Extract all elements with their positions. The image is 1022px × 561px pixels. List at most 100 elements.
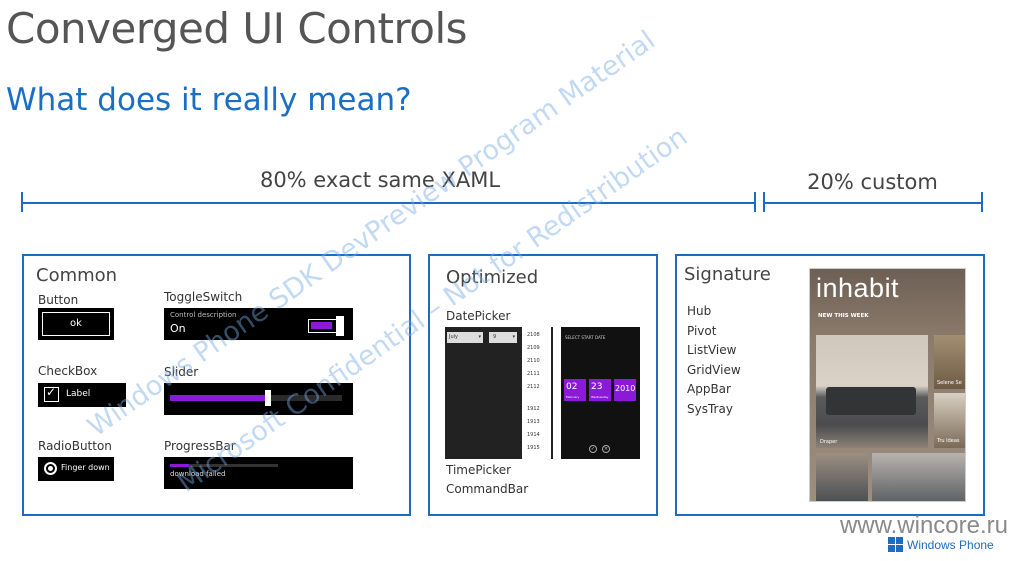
year-item[interactable]: 1915 bbox=[527, 445, 540, 451]
bracket-right-tick-start bbox=[763, 192, 765, 212]
site-watermark: www.wincore.ru bbox=[839, 512, 1008, 539]
tile-num: 23 bbox=[591, 382, 603, 392]
radio-circle[interactable] bbox=[44, 462, 57, 475]
month-dropdown[interactable]: July ▾ bbox=[447, 332, 483, 343]
toggle-state: On bbox=[170, 322, 186, 335]
list-item: Hub bbox=[687, 304, 712, 318]
hub-tile-bottom-right[interactable] bbox=[872, 453, 965, 501]
bracket-left-tick-start bbox=[21, 192, 23, 212]
date-tile-day[interactable]: 23 Wednesday bbox=[589, 379, 611, 401]
radiobutton-preview: Finger down bbox=[38, 457, 114, 481]
list-item: SysTray bbox=[687, 401, 733, 416]
toggle-description: Control description bbox=[170, 311, 237, 319]
sofa-graphic bbox=[826, 387, 916, 415]
year-list[interactable]: 2108 2109 2110 2111 2112 1912 1913 1914 … bbox=[522, 327, 551, 459]
accept-icon[interactable]: ✓ bbox=[589, 445, 597, 453]
progress-fill bbox=[170, 464, 189, 467]
signature-list: Hub Pivot ListView GridView AppBar SysTr… bbox=[687, 302, 741, 419]
app-screenshot: inhabit NEW THIS WEEK Draper Selene Se T… bbox=[809, 268, 966, 502]
checkbox-label: CheckBox bbox=[38, 364, 98, 378]
day-value: 9 bbox=[493, 334, 497, 340]
checkbox-preview: ✓ Label bbox=[38, 383, 126, 407]
date-tile-year[interactable]: 2010 bbox=[614, 379, 636, 401]
slide-subtitle: What does it really mean? bbox=[6, 82, 412, 118]
tile-caption: Draper bbox=[820, 439, 838, 445]
toggleswitch-label: ToggleSwitch bbox=[164, 290, 243, 304]
year-item[interactable]: 2111 bbox=[527, 371, 540, 377]
bracket-right bbox=[764, 202, 983, 204]
year-item[interactable]: 2109 bbox=[527, 345, 540, 351]
radiobutton-label: RadioButton bbox=[38, 439, 112, 453]
radio-dot bbox=[48, 466, 53, 471]
timepicker-label: TimePicker bbox=[446, 463, 512, 477]
hub-tile-main[interactable]: Draper bbox=[816, 335, 928, 448]
bracket-label-right: 20% custom bbox=[807, 170, 938, 194]
year-item[interactable]: 2112 bbox=[527, 384, 540, 390]
progressbar-label: ProgressBar bbox=[164, 439, 236, 453]
tile-sub: Wednesday bbox=[591, 395, 609, 399]
day-dropdown[interactable]: 9 ▾ bbox=[489, 332, 517, 343]
toggleswitch-preview: Control description On bbox=[164, 308, 353, 340]
slide-title: Converged UI Controls bbox=[6, 4, 468, 53]
bracket-left-tick-end bbox=[754, 192, 756, 212]
cancel-icon[interactable]: × bbox=[602, 445, 610, 453]
slider-preview bbox=[164, 383, 353, 415]
slider-thumb[interactable] bbox=[265, 390, 271, 406]
button-preview: ok bbox=[38, 308, 114, 340]
toggle-switch[interactable] bbox=[308, 319, 338, 333]
windows-logo-icon bbox=[888, 537, 903, 552]
datepicker-label: DatePicker bbox=[446, 309, 511, 323]
app-section-label: NEW THIS WEEK bbox=[818, 313, 869, 319]
toggle-thumb[interactable] bbox=[336, 316, 344, 336]
chevron-down-icon: ▾ bbox=[478, 334, 481, 340]
chevron-down-icon: ▾ bbox=[512, 334, 515, 340]
date-tile-month[interactable]: 02 February bbox=[564, 379, 586, 401]
bracket-left bbox=[22, 202, 756, 204]
signature-title: Signature bbox=[684, 264, 771, 285]
radio-text: Finger down bbox=[61, 463, 110, 472]
checkbox-text: Label bbox=[66, 389, 91, 399]
slider-track[interactable] bbox=[170, 390, 342, 406]
button-label: Button bbox=[38, 293, 79, 307]
checkmark-icon: ✓ bbox=[46, 385, 57, 399]
hub-tile-side-top[interactable]: Selene Se bbox=[934, 335, 965, 389]
checkbox-box[interactable]: ✓ bbox=[44, 385, 59, 402]
bracket-right-tick-end bbox=[981, 192, 983, 212]
toggle-fill bbox=[311, 322, 332, 329]
slider-fill bbox=[170, 395, 265, 401]
app-title: inhabit bbox=[816, 273, 900, 303]
tile-num: 2010 bbox=[615, 384, 636, 393]
signature-panel: Signature Hub Pivot ListView GridView Ap… bbox=[675, 254, 985, 516]
year-item[interactable]: 1913 bbox=[527, 419, 540, 425]
month-value: July bbox=[449, 334, 458, 340]
year-item[interactable]: 1914 bbox=[527, 432, 540, 438]
optimized-title: Optimized bbox=[446, 267, 539, 288]
commandbar-label: CommandBar bbox=[446, 482, 529, 496]
optimized-panel: Optimized DatePicker July ▾ 9 ▾ 2108 210… bbox=[428, 254, 658, 516]
list-item: Pivot bbox=[687, 323, 717, 338]
bracket-label-left: 80% exact same XAML bbox=[259, 168, 501, 192]
slider-label: Slider bbox=[164, 365, 199, 379]
tile-sub: February bbox=[566, 395, 580, 399]
datepicker-screen: July ▾ 9 ▾ 2108 2109 2110 2111 2112 1912… bbox=[445, 327, 553, 459]
select-caption: SELECT START DATE bbox=[565, 335, 606, 340]
tile-num: 02 bbox=[566, 382, 578, 392]
hub-tile-side-bottom[interactable]: Tru Ideas bbox=[934, 393, 965, 448]
list-item: AppBar bbox=[687, 382, 731, 396]
year-list-top: 2108 2109 2110 2111 2112 bbox=[527, 327, 551, 394]
tile-caption: Tru Ideas bbox=[937, 438, 960, 444]
hub-tile-bottom-left[interactable] bbox=[816, 453, 868, 501]
year-item[interactable]: 1912 bbox=[527, 406, 540, 412]
ok-button-text: ok bbox=[70, 318, 82, 329]
progressbar-preview: download failed bbox=[164, 457, 353, 489]
ok-button[interactable]: ok bbox=[42, 312, 110, 336]
common-panel: Common Button ok ToggleSwitch Control de… bbox=[22, 254, 411, 516]
year-item[interactable]: 2108 bbox=[527, 332, 540, 338]
list-item: GridView bbox=[687, 362, 741, 377]
windows-phone-logo: Windows Phone bbox=[888, 537, 994, 552]
year-list-bottom: 1912 1913 1914 1915 bbox=[527, 403, 540, 455]
year-item[interactable]: 2110 bbox=[527, 358, 540, 364]
tile-caption: Selene Se bbox=[937, 380, 962, 386]
datepicker-flyout-screen: SELECT START DATE 02 February 23 Wednesd… bbox=[561, 327, 640, 459]
common-title: Common bbox=[36, 265, 118, 286]
